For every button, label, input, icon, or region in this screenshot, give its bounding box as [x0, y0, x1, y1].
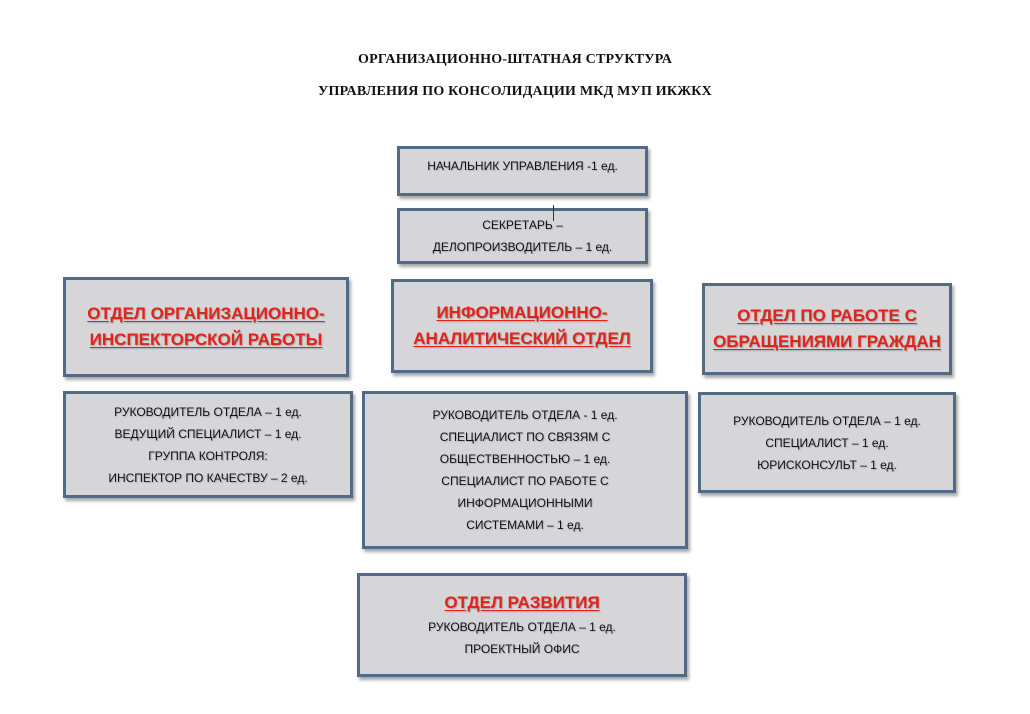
staff-line: ГРУППА КОНТРОЛЯ: [148, 448, 268, 463]
secretary-line: СЕКРЕТАРЬ – [482, 218, 563, 232]
head-line: НАЧАЛЬНИК УПРАВЛЕНИЯ -1 ед. [427, 159, 618, 173]
staff-org-inspection-box: РУКОВОДИТЕЛЬ ОТДЕЛА – 1 ед. ВЕДУЩИЙ СПЕЦ… [63, 391, 353, 498]
dept-development-box: ОТДЕЛ РАЗВИТИЯ РУКОВОДИТЕЛЬ ОТДЕЛА – 1 е… [357, 573, 687, 677]
staff-info-analytic-box: РУКОВОДИТЕЛЬ ОТДЕЛА - 1 ед. СПЕЦИАЛИСТ П… [362, 391, 688, 549]
chart-title-line-2: УПРАВЛЕНИЯ ПО КОНСОЛИДАЦИИ МКД МУП ИКЖКХ [318, 84, 712, 99]
secretary-line: ДЕЛОПРОИЗВОДИТЕЛЬ – 1 ед. [432, 240, 613, 254]
dept-citizens-box: ОТДЕЛ ПО РАБОТЕ С ОБРАЩЕНИЯМИ ГРАЖДАН [702, 283, 952, 375]
dept-citizens-title: ОБРАЩЕНИЯМИ ГРАЖДАН [713, 332, 941, 351]
staff-line: СИСТЕМАМИ – 1 ед. [466, 518, 584, 532]
staff-line: СПЕЦИАЛИСТ ПО РАБОТЕ С [441, 474, 609, 488]
dept-citizens-title: ОТДЕЛ ПО РАБОТЕ С [737, 306, 917, 325]
staff-line: РУКОВОДИТЕЛЬ ОТДЕЛА – 1 ед. [428, 620, 616, 634]
dept-info-analytic-box: ИНФОРМАЦИОННО- АНАЛИТИЧЕСКИЙ ОТДЕЛ [391, 279, 653, 373]
staff-line: ПРОЕКТНЫЙ ОФИС [464, 642, 580, 656]
staff-line: РУКОВОДИТЕЛЬ ОТДЕЛА – 1 ед. [114, 404, 302, 419]
staff-line: РУКОВОДИТЕЛЬ ОТДЕЛА - 1 ед. [432, 408, 618, 422]
staff-line: СПЕЦИАЛИСТ – 1 ед. [765, 435, 889, 450]
secretary-box: СЕКРЕТАРЬ – ДЕЛОПРОИЗВОДИТЕЛЬ – 1 ед. [397, 208, 648, 264]
dept-org-inspection-title: ИНСПЕКТОРСКОЙ РАБОТЫ [89, 330, 323, 349]
dept-development-title: ОТДЕЛ РАЗВИТИЯ [444, 593, 600, 612]
staff-line: СПЕЦИАЛИСТ ПО СВЯЗЯМ С [439, 430, 611, 444]
head-box: НАЧАЛЬНИК УПРАВЛЕНИЯ -1 ед. [397, 146, 648, 196]
staff-line: ИНФОРМАЦИОННЫМИ [457, 496, 593, 510]
text-cursor [553, 205, 554, 221]
staff-line: ОБЩЕСТВЕННОСТЬЮ – 1 ед. [439, 452, 611, 466]
chart-title-line-1: ОРГАНИЗАЦИОННО-ШТАТНАЯ СТРУКТУРА [357, 52, 673, 67]
dept-org-inspection-box: ОТДЕЛ ОРГАНИЗАЦИОННО- ИНСПЕКТОРСКОЙ РАБО… [63, 277, 349, 377]
staff-line: ЮРИСКОНСУЛЬТ – 1 ед. [757, 457, 897, 472]
dept-org-inspection-title: ОТДЕЛ ОРГАНИЗАЦИОННО- [87, 304, 325, 323]
staff-citizens-box: РУКОВОДИТЕЛЬ ОТДЕЛА – 1 ед. СПЕЦИАЛИСТ –… [698, 392, 956, 493]
dept-info-analytic-title: АНАЛИТИЧЕСКИЙ ОТДЕЛ [413, 329, 631, 348]
staff-line: ИНСПЕКТОР ПО КАЧЕСТВУ – 2 ед. [108, 470, 308, 485]
staff-line: РУКОВОДИТЕЛЬ ОТДЕЛА – 1 ед. [733, 413, 921, 428]
staff-line: ВЕДУЩИЙ СПЕЦИАЛИСТ – 1 ед. [114, 426, 302, 441]
dept-info-analytic-title: ИНФОРМАЦИОННО- [436, 303, 608, 322]
